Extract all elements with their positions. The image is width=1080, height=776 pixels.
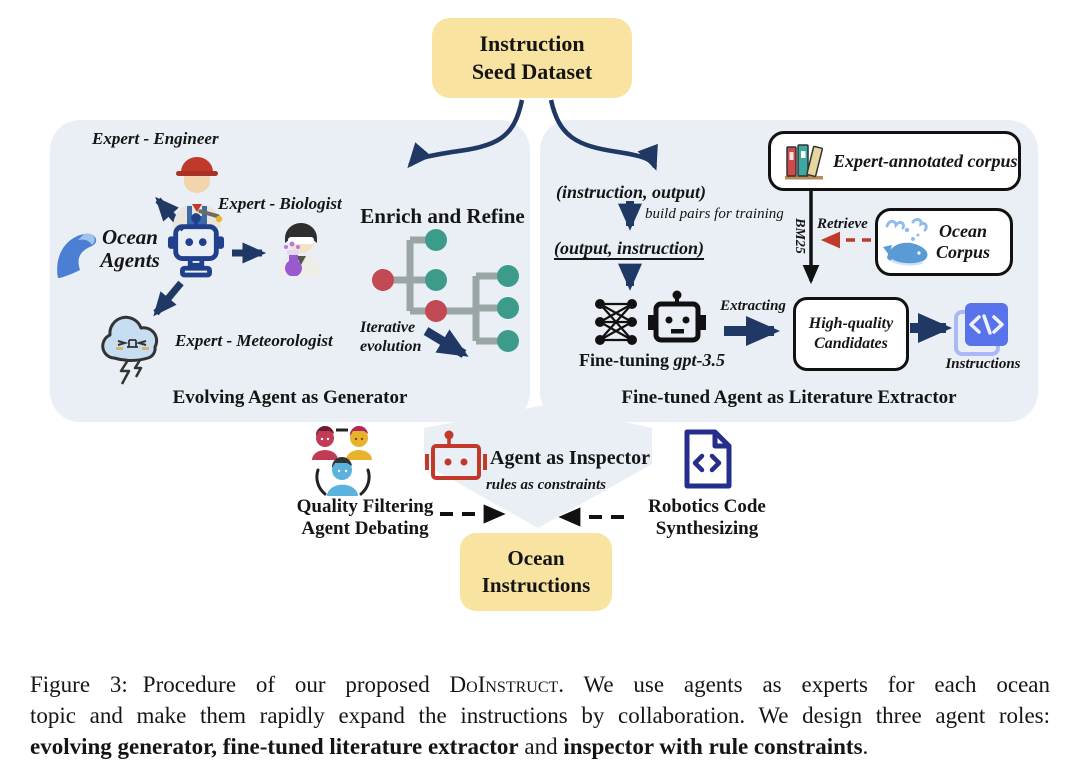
neural-network-icon [593,297,639,347]
expert-biologist-label: Expert - Biologist [218,194,342,213]
ocean-agents-robot-icon [167,212,225,280]
model-name-text: gpt-3.5 [673,350,726,370]
biologist-expert-icon [272,214,330,276]
ocean-instructions-line1: Ocean [507,546,565,570]
whale-icon [882,215,934,269]
bm25-label: BM25 [792,218,808,254]
meteorologist-cloud-icon [98,306,168,390]
extracting-label: Extracting [720,298,786,314]
fine-tuning-label: Fine-tuning gpt-3.5 [578,350,726,371]
candidates-line1: High-quality [808,315,894,332]
pair-output-instruction-label: (output, instruction) [554,238,705,258]
seed-box-line2: Seed Dataset [471,59,593,84]
enrich-refine-label: Enrich and Refine [360,204,525,228]
books-icon [783,140,825,182]
pair-instruction-output-label: (instruction, output) [556,182,707,202]
instruction-seed-dataset-box: Instruction Seed Dataset [432,18,632,98]
iterative-line1: Iterative [360,319,416,336]
candidates-line2: Candidates [814,335,888,352]
ocean-instructions-line2: Instructions [481,573,591,597]
right-panel-title: Fine-tuned Agent as Literature Extractor [621,387,957,408]
code-instructions-icon [953,300,1011,358]
retrieve-label: Retrieve [817,216,868,232]
evolution-tree-diagram [363,228,523,353]
ocean-agents-line2: Agents [100,248,160,272]
corpus-label: Expert-annotated corpus [833,150,1018,171]
seed-box-line1: Instruction [479,31,585,56]
ocean-corpus-line2: Corpus [936,242,991,262]
iterative-evolution-label: Iterative evolution [360,318,421,356]
fine-tuning-text: Fine-tuning [578,350,670,370]
quality-filtering-label: Quality Filtering Agent Debating [276,496,454,540]
instructions-label: Instructions [945,356,1021,372]
quality-line1: Quality Filtering [296,496,434,517]
robotics-code-label: Robotics Code Synthesizing [628,496,786,540]
inspector-robot-icon [424,430,488,482]
ocean-agents-label: Ocean Agents [96,226,164,272]
caption-doinstruct: DoInstruct [449,672,559,697]
finetuned-robot-icon [646,290,708,350]
caption-figure-number: Figure 3: [30,672,128,697]
quality-line2: Agent Debating [301,518,429,539]
expert-meteorologist-label: Expert - Meteorologist [175,331,333,350]
expert-annotated-corpus-box: Expert-annotated corpus [768,131,1021,191]
expert-engineer-label: Expert - Engineer [92,129,219,148]
caption-line2: topic and make them rapidly expand the i… [30,703,1050,728]
figure-caption: Figure 3:Procedure of our proposed DoIns… [30,669,1050,762]
iterative-line2: evolution [360,338,422,355]
ocean-corpus-box: Ocean Corpus [875,208,1013,276]
high-quality-candidates-box: High-quality Candidates [793,297,909,371]
ocean-instructions-box: Ocean Instructions [460,533,612,611]
agent-as-inspector-label: Agent as Inspector [490,447,650,469]
rules-as-constraints-label: rules as constraints [485,477,607,493]
caption-line3: evolving generator, fine-tuned literatur… [30,734,869,759]
robotics-code-doc-icon [683,429,733,489]
build-pairs-label: build pairs for training [645,206,784,222]
wave-icon [54,228,100,280]
ocean-agents-line1: Ocean [102,225,158,249]
left-panel-title: Evolving Agent as Generator [172,387,408,408]
caption-line1: Figure 3:Procedure of our proposed DoIns… [30,672,1050,697]
robotics-line1: Robotics Code [648,496,766,517]
ocean-corpus-line1: Ocean [939,221,988,241]
robotics-line2: Synthesizing [655,518,759,539]
agent-debating-people-icon [306,424,380,500]
